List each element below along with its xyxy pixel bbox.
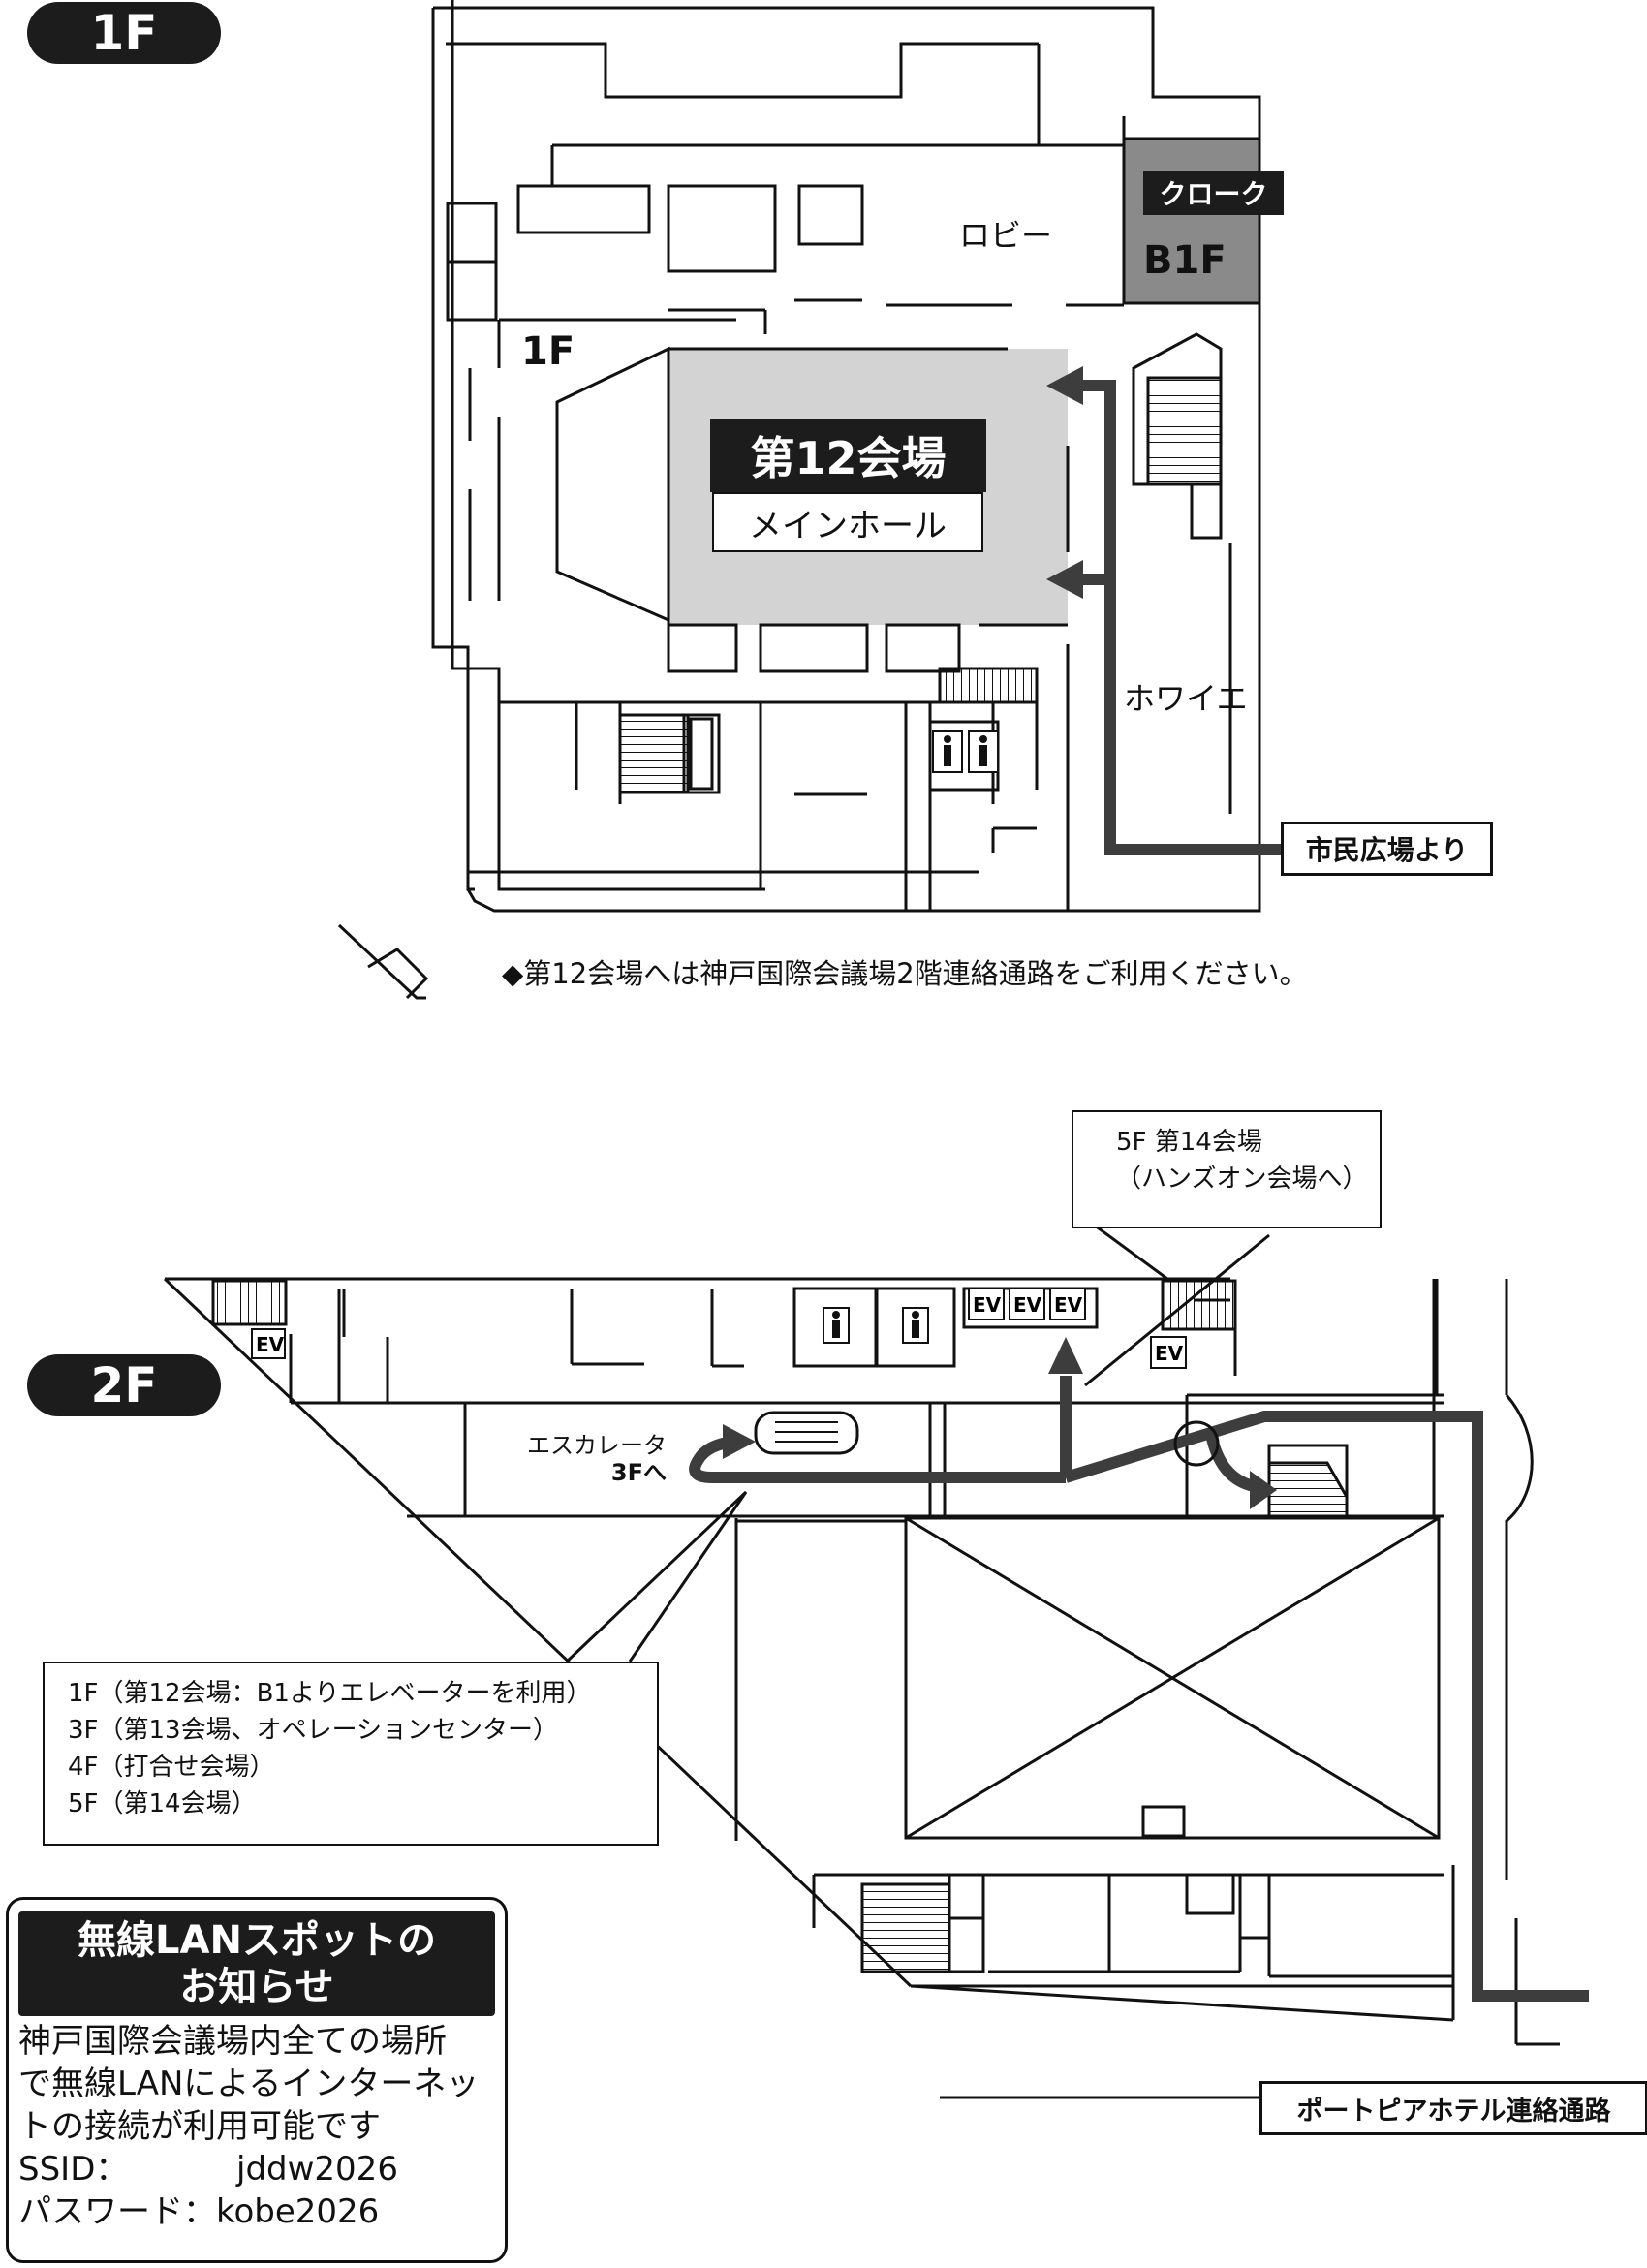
wifi-ssid-label: SSID： — [18, 2150, 129, 2189]
cloak-label: クローク — [1143, 171, 1284, 215]
lobby-label: ロビー — [959, 217, 1053, 254]
elevator-icon: EV EV EV EV EV — [251, 1288, 1187, 1369]
hall-subtitle: メインホール — [712, 492, 983, 552]
wifi-notice-body: 神戸国際会議場内全ての場所 で無線LANによるインターネッ トの接続が利用可能で… — [9, 2016, 505, 2233]
wifi-password-value: kobe2026 — [216, 2192, 380, 2231]
floor-mark-1f: 1F — [521, 329, 575, 374]
route-label-portopia-hotel: ポートピアホテル連絡通路 — [1259, 2081, 1647, 2135]
floor-guide-line-4f: 4F（打合せ会場） — [68, 1753, 275, 1782]
hall-name: 第12会場 — [710, 419, 986, 492]
callout-floor-guide: 1F（第12会場：B1よりエレベーターを利用） 3F（第13会場、オペレーション… — [43, 1662, 659, 1846]
first-floor-note: ◆第12会場へは神戸国際会議場2階連絡通路をご利用ください。 — [502, 957, 1308, 990]
restroom-icon — [823, 1307, 929, 1344]
wifi-password-row: パスワード： kobe2026 — [18, 2190, 497, 2233]
wifi-title-line1: 無線LANスポットの — [78, 1918, 436, 1963]
wifi-notice: 無線LANスポットの お知らせ 神戸国際会議場内全ての場所 で無線LANによるイ… — [6, 1897, 508, 2263]
svg-text:EV: EV — [973, 1293, 1002, 1317]
wifi-ssid-value: jddw2026 — [236, 2150, 398, 2189]
restroom-icon — [932, 730, 999, 773]
escalator-label-line2: 3Fへ — [610, 1459, 667, 1486]
floor-guide-line-5f: 5F（第14会場） — [68, 1789, 257, 1818]
floor-badge-2f: 2F — [27, 1354, 221, 1416]
route-arrow-icon — [689, 1376, 1589, 2002]
wifi-notice-title: 無線LANスポットの お知らせ — [18, 1911, 495, 2016]
svg-text:EV: EV — [1013, 1293, 1042, 1317]
callout-5f-line1: 5F 第14会場 — [1116, 1128, 1262, 1157]
wifi-body-line1: 神戸国際会議場内全ての場所 — [18, 2022, 447, 2061]
svg-text:EV: EV — [256, 1333, 285, 1356]
callout-5f-line2: （ハンズオン会場へ） — [1116, 1165, 1368, 1194]
route-label-civic-plaza: 市民広場より — [1281, 822, 1493, 876]
svg-text:EV: EV — [1155, 1342, 1184, 1365]
wifi-body-line3: トの接続が利用可能です — [18, 2107, 381, 2146]
wifi-password-label: パスワード： — [18, 2192, 216, 2231]
escalator-label: エスカレータ 3Fへ — [527, 1432, 667, 1486]
floor-guide-line-3f: 3F（第13会場、オペレーションセンター） — [68, 1716, 559, 1745]
wifi-ssid-row: SSID： jddw2026 — [18, 2148, 497, 2190]
second-floor-plan — [163, 1224, 1569, 2099]
foyer-label: ホワイエ — [1124, 680, 1248, 717]
cloak-floor-label: B1F — [1143, 238, 1227, 283]
svg-text:EV: EV — [1054, 1293, 1083, 1317]
route-arrowhead — [723, 1337, 1277, 1509]
wifi-title-line2: お知らせ — [179, 1965, 334, 2009]
wifi-body-line2: で無線LANによるインターネッ — [18, 2065, 480, 2103]
route-arrowhead — [1046, 366, 1083, 599]
callout-5f-handson: 5F 第14会場 （ハンズオン会場へ） — [1072, 1110, 1382, 1228]
floor-badge-1f: 1F — [27, 2, 221, 64]
escalator-label-line1: エスカレータ — [527, 1432, 667, 1459]
floor-guide-line-1f: 1F（第12会場：B1よりエレベーターを利用） — [68, 1679, 592, 1708]
